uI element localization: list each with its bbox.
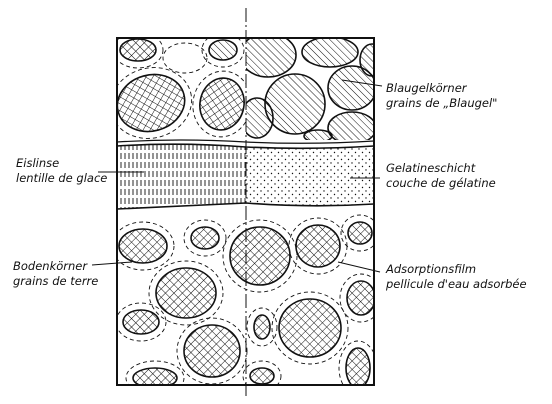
ice-lens	[117, 144, 246, 209]
label-gelatine-fr: couche de gélatine	[386, 176, 496, 190]
label-eislinse-de: Eislinse	[16, 156, 59, 170]
label-blaugel-de: Blaugelkörner	[386, 81, 468, 95]
label-adsorption-de: Adsorptionsfilm	[385, 262, 476, 276]
label-boden-fr: grains de terre	[13, 274, 98, 288]
label-gelatine-de: Gelatineschicht	[386, 161, 476, 175]
label-blaugel-fr: grains de „Blaugel"	[386, 96, 497, 110]
label-boden-de: Bodenkörner	[13, 259, 88, 273]
label-eislinse-fr: lentille de glace	[16, 171, 107, 185]
gelatine-layer	[246, 146, 374, 206]
label-adsorption-fr: pellicule d'eau adsorbée	[385, 277, 527, 291]
